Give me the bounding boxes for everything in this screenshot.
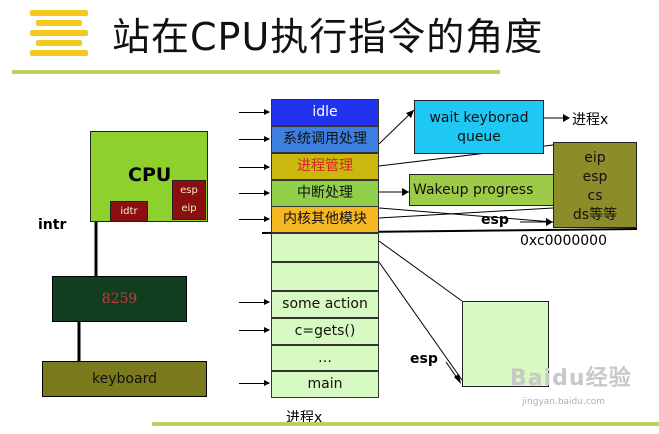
kernel-address-label: 0xc0000000 xyxy=(520,233,607,249)
entry-arrow xyxy=(239,136,270,142)
user-cell-3: c=gets() xyxy=(271,318,379,345)
process-x-top-text: 进程x xyxy=(572,112,609,128)
watermark-url: jingyan.baidu.com xyxy=(522,397,606,407)
kernel-cell-1: 系统调用处理 xyxy=(271,126,379,153)
esp-kernel-label: esp xyxy=(481,212,509,228)
saved-registers-box: eip esp cs ds等等 xyxy=(553,142,637,228)
entry-arrow xyxy=(239,190,270,196)
bottom-divider xyxy=(152,422,659,426)
kernel-cell-0: idle xyxy=(271,99,379,126)
entry-arrow xyxy=(239,299,270,305)
entry-arrow xyxy=(239,327,270,333)
user-stack-box xyxy=(462,301,549,387)
entry-arrow xyxy=(239,380,270,386)
stack-eip: eip xyxy=(584,150,606,166)
user-cell-4: … xyxy=(271,345,379,371)
esp-user-label: esp xyxy=(410,351,438,367)
entry-arrow xyxy=(239,216,270,222)
page-title: 站在CPU执行指令的角度 xyxy=(112,15,544,59)
wait-queue-box: wait keyborad queue xyxy=(414,100,544,154)
esp-eip-registers: esp eip xyxy=(172,180,206,220)
stack-cs: cs xyxy=(587,188,603,204)
wait-queue-line-1: wait keyborad xyxy=(429,110,529,126)
wait-queue-line-2: queue xyxy=(457,129,501,145)
wakeup-progress-box: Wakeup progress xyxy=(409,174,555,206)
user-cell-1 xyxy=(271,262,379,291)
entry-arrow xyxy=(239,164,270,170)
watermark-logo: Baidu经验 xyxy=(510,366,632,391)
user-cell-5: main xyxy=(271,371,379,398)
cpu-box xyxy=(90,131,208,222)
logo-icon xyxy=(30,8,88,58)
kernel-cell-2: 进程管理 xyxy=(271,153,379,180)
chip-8259: 8259 xyxy=(52,276,187,322)
user-cell-2: some action xyxy=(271,291,379,318)
kernel-cell-3: 中断处理 xyxy=(271,180,379,207)
kernel-cell-4: 内核其他模块 xyxy=(271,206,379,233)
stack-esp: esp xyxy=(582,169,608,185)
title-divider xyxy=(12,70,500,74)
stack-ds: ds等等 xyxy=(572,207,618,223)
intr-label: intr xyxy=(38,217,67,233)
entry-arrow xyxy=(239,109,270,115)
idtr-register: idtr xyxy=(110,201,148,222)
user-cell-0 xyxy=(271,233,379,262)
keyboard-box: keyboard xyxy=(42,361,207,397)
process-x-top-label: 进程x xyxy=(572,109,608,129)
esp-register-label: esp xyxy=(180,185,198,196)
cpu-label: CPU xyxy=(128,164,172,186)
eip-register-label: eip xyxy=(181,203,197,214)
